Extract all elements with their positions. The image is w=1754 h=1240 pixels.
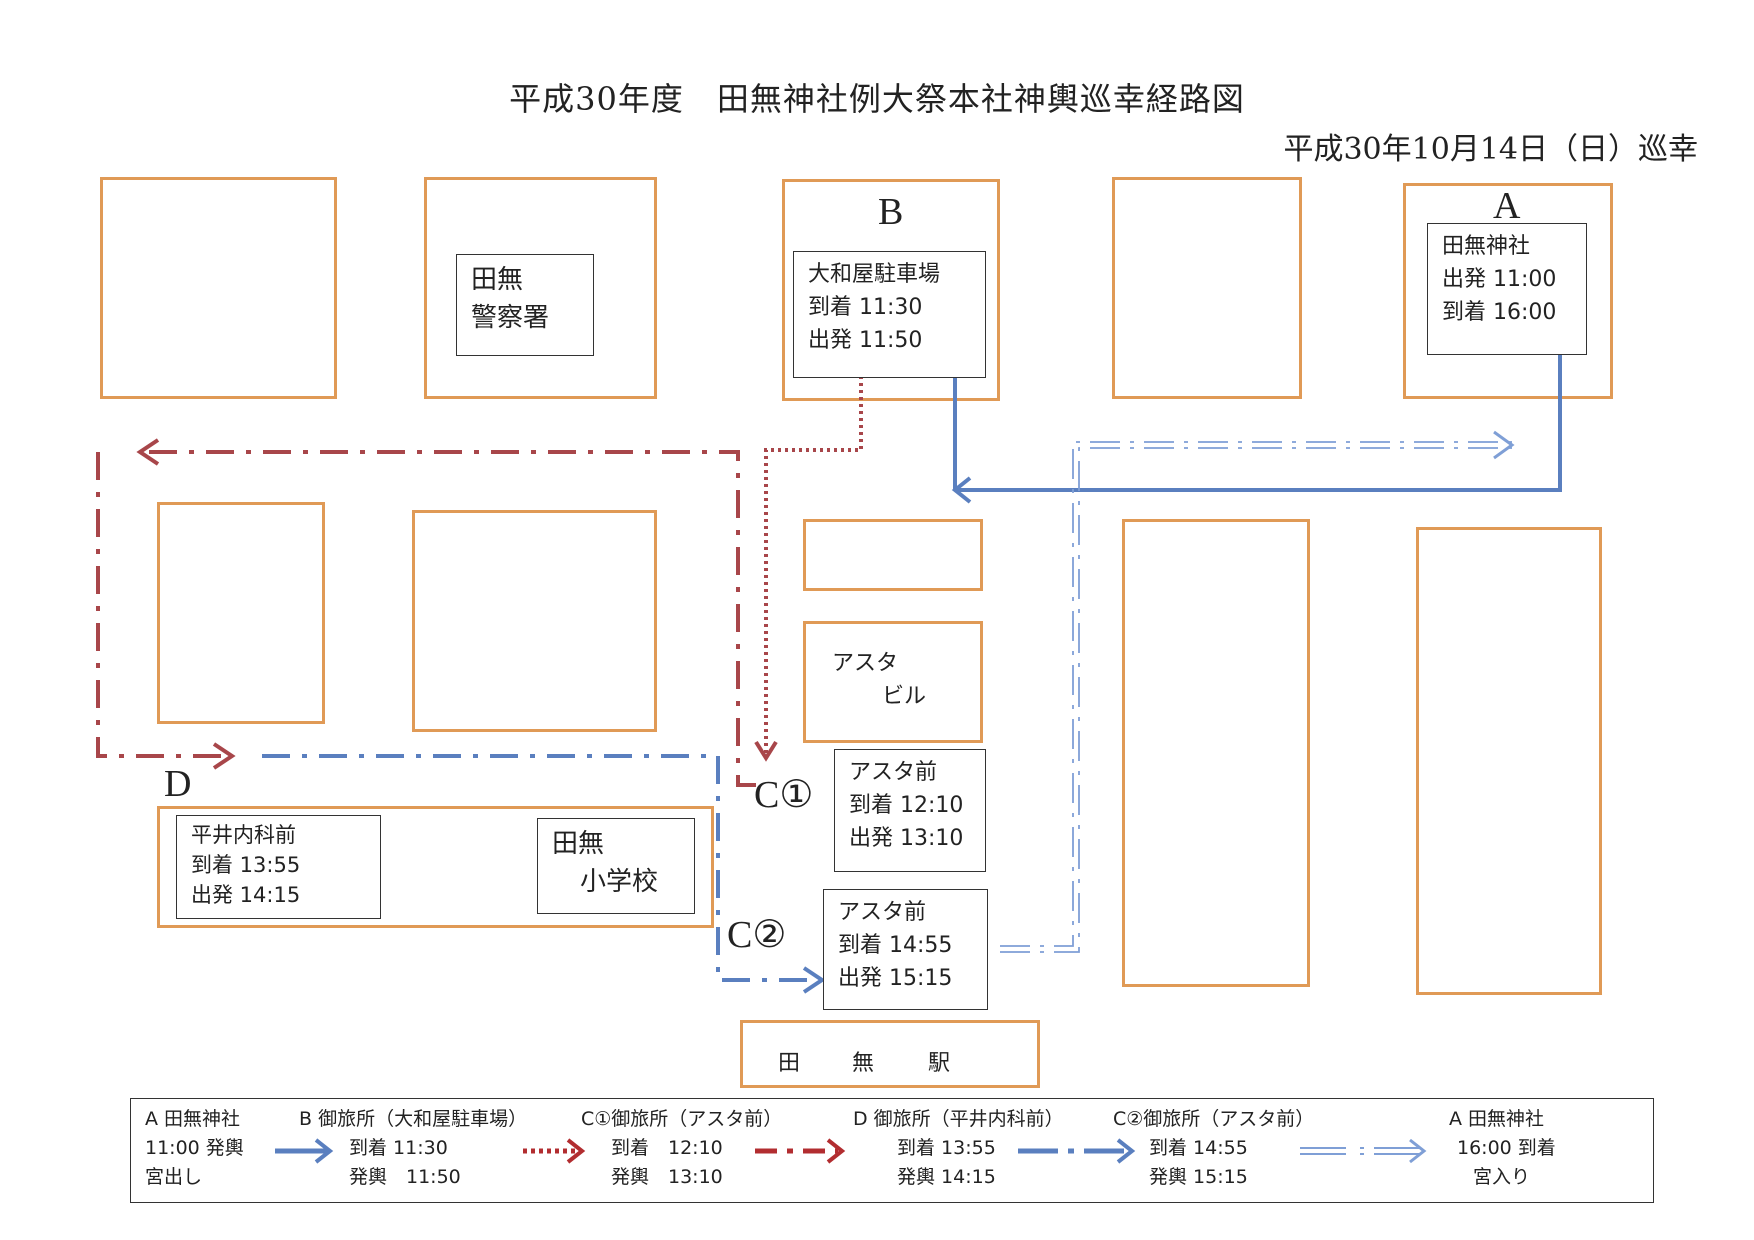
police-station-label: 田無 警察署 [456, 254, 594, 356]
legend-text: C①御旅所（アスタ前） [581, 1108, 783, 1130]
asta-label-1: アスタ [832, 651, 899, 676]
legend-arrow-dotted [523, 1138, 586, 1164]
point-b-letter: B [878, 191, 904, 233]
point-c1-letter: C① [754, 774, 814, 816]
city-block [1416, 527, 1602, 995]
stop-b-info: 大和屋駐車場 到着 11:30 出発 11:50 [793, 251, 986, 378]
legend-text: B 御旅所（大和屋駐車場） [299, 1108, 528, 1130]
stop-b-arrive: 到着 11:30 [808, 295, 923, 320]
tanashi-station [740, 1020, 1040, 1088]
stop-c1-info: アスタ前 到着 12:10 出発 13:10 [834, 749, 986, 872]
legend-text: A 田無神社 [1449, 1108, 1545, 1130]
legend-arrow-solid [275, 1138, 334, 1164]
legend-text: A 田無神社 [145, 1108, 241, 1130]
stop-c1-depart: 出発 13:10 [849, 826, 964, 851]
legend-item-b: B 御旅所（大和屋駐車場） 到着 11:30 発輿 11:50 [299, 1105, 527, 1192]
station-char-3: 駅 [928, 1051, 951, 1076]
map-title: 平成30年度 田無神社例大祭本社神輿巡幸経路図 [509, 80, 1245, 118]
stop-a-name: 田無神社 [1442, 234, 1531, 259]
legend-text: 発輿 11:50 [349, 1166, 461, 1188]
stop-a-depart: 出発 11:00 [1442, 267, 1557, 292]
stop-a-info: 田無神社 出発 11:00 到着 16:00 [1427, 223, 1587, 355]
legend-text: 到着 14:55 [1149, 1137, 1248, 1159]
procession-date: 平成30年10月14日（日）巡幸 [1283, 132, 1698, 167]
legend-text: 発輿 13:10 [611, 1166, 723, 1188]
station-char-2: 無 [852, 1051, 875, 1076]
point-a-letter: A [1493, 185, 1521, 227]
route-b-to-c1 [754, 376, 863, 762]
city-block [412, 510, 657, 732]
stop-d-info: 平井内科前 到着 13:55 出発 14:15 [176, 815, 381, 919]
station-char-1: 田 [778, 1051, 801, 1076]
legend-arrow-double [1300, 1138, 1427, 1164]
legend: A 田無神社 11:00 発輿 宮出し B 御旅所（大和屋駐車場） 到着 11:… [130, 1098, 1654, 1203]
legend-item-c1: C①御旅所（アスタ前） 到着 12:10 発輿 13:10 [581, 1105, 782, 1192]
asta-building [803, 621, 983, 743]
legend-text: 到着 13:55 [897, 1137, 996, 1159]
city-block [100, 177, 337, 399]
legend-text: 発輿 14:15 [897, 1166, 996, 1188]
stop-d-name: 平井内科前 [191, 823, 296, 847]
legend-text: 発輿 15:15 [1149, 1166, 1248, 1188]
legend-text: 宮入り [1473, 1166, 1531, 1188]
legend-item-a-start: A 田無神社 11:00 発輿 宮出し [145, 1105, 244, 1192]
stop-b-name: 大和屋駐車場 [808, 262, 941, 287]
legend-text: C②御旅所（アスタ前） [1113, 1108, 1315, 1130]
legend-text: D 御旅所（平井内科前） [853, 1108, 1064, 1130]
stop-a-arrive: 到着 16:00 [1442, 300, 1557, 325]
legend-text: 11:00 発輿 [145, 1137, 244, 1159]
stop-d-depart: 出発 14:15 [191, 883, 301, 907]
legend-text: 宮出し [145, 1166, 203, 1188]
city-block [803, 519, 983, 591]
stop-b-depart: 出発 11:50 [808, 328, 923, 353]
route-d-to-c2 [262, 754, 826, 994]
route-a-to-b [941, 355, 1562, 504]
city-block [157, 502, 325, 724]
legend-item-a-end: A 田無神社 16:00 到着 宮入り [1449, 1105, 1556, 1192]
legend-item-d: D 御旅所（平井内科前） 到着 13:55 発輿 14:15 [853, 1105, 1064, 1192]
legend-text: 到着 12:10 [611, 1137, 723, 1159]
city-block [1122, 519, 1310, 987]
route-c1-to-d [96, 438, 756, 787]
police-line-2: 警察署 [471, 303, 550, 333]
point-d-letter: D [164, 763, 192, 805]
stop-c1-name: アスタ前 [849, 760, 938, 785]
legend-item-c2: C②御旅所（アスタ前） 到着 14:55 発輿 15:15 [1113, 1105, 1314, 1192]
stop-c2-info: アスタ前 到着 14:55 出発 15:15 [823, 889, 988, 1010]
legend-arrow-dash-dot-red [755, 1138, 846, 1164]
route-c2-to-a [1000, 430, 1515, 953]
stop-d-arrive: 到着 13:55 [191, 853, 301, 877]
school-line-2: 小学校 [580, 867, 659, 897]
stop-c2-arrive: 到着 14:55 [838, 933, 953, 958]
legend-text: 到着 11:30 [349, 1137, 448, 1159]
point-c2-letter: C② [727, 914, 787, 956]
school-line-1: 田無 [552, 829, 605, 859]
stop-c1-arrive: 到着 12:10 [849, 793, 964, 818]
school-label: 田無 小学校 [537, 818, 695, 914]
police-line-1: 田無 [471, 265, 524, 295]
city-block [1112, 177, 1302, 399]
legend-arrow-dash-dot-blue [1018, 1138, 1136, 1164]
legend-text: 16:00 到着 [1457, 1137, 1556, 1159]
stop-c2-depart: 出発 15:15 [838, 966, 953, 991]
stop-c2-name: アスタ前 [838, 900, 927, 925]
asta-label-2: ビル [882, 684, 927, 709]
